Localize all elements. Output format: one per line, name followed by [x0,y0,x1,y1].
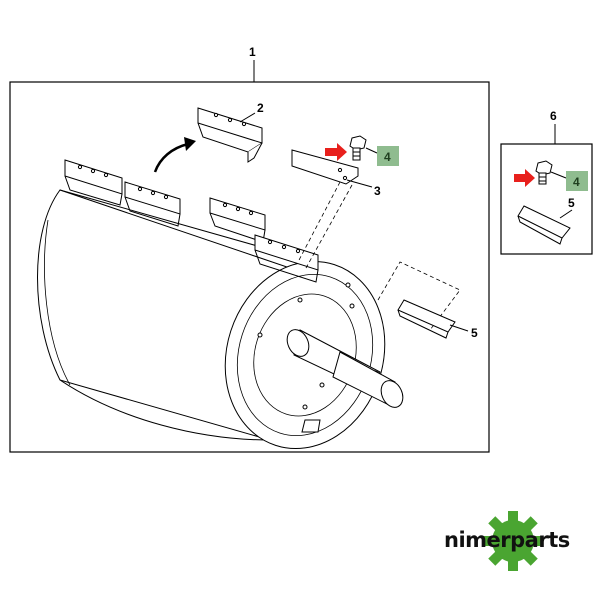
brand-name-part2: parts [510,528,570,552]
pointer-arrow-icon [325,143,347,161]
part-3-plate [291,149,359,185]
brand-logo: nimerparts [444,528,570,552]
kit-callout-4: 4 [573,175,580,189]
drive-shaft [286,329,404,408]
kit-clip [517,205,571,245]
install-direction-arrow [153,137,196,173]
leader-2 [239,112,256,123]
assembly-frame [9,81,490,453]
roller-drum [37,189,386,450]
leader-4a [365,147,378,154]
part-2-flight-bar [197,107,263,163]
gear-logo-icon [483,511,543,571]
callout-1: 1 [249,45,256,59]
leader-5b [559,209,573,219]
brand-name-part1: nimer [444,528,511,552]
callout-4: 4 [384,150,391,164]
callout-6: 6 [550,109,557,123]
kit-pointer-arrow-icon [514,169,535,187]
part-5-clip [397,299,456,339]
part-4-bolt [349,135,367,161]
leader-5a [449,324,469,332]
kit-bolt [535,160,553,185]
highlight-box-4 [377,146,399,166]
dashed-leaders [297,181,461,331]
leader-4b [550,171,567,179]
leader-3 [346,179,373,188]
callout-5: 5 [471,326,478,340]
kit-frame [500,143,593,255]
callout-2: 2 [257,101,264,115]
callout-3: 3 [374,184,381,198]
flight-bars-mounted [64,159,319,283]
kit-highlight-box-4 [566,171,588,191]
kit-callout-5: 5 [568,196,575,210]
